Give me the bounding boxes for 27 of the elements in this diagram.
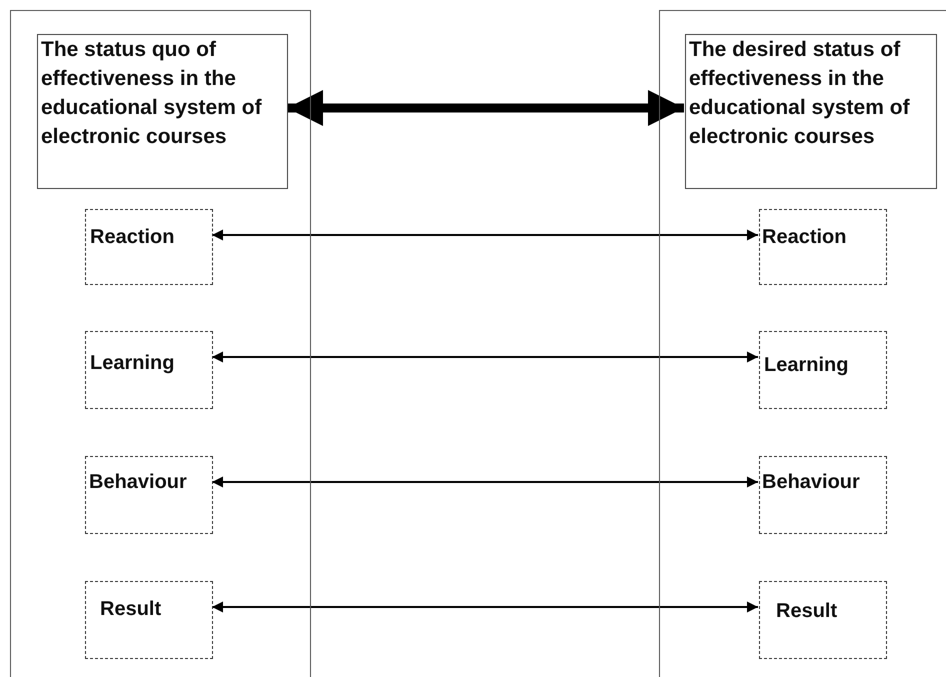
box-text: Reaction [762,226,846,248]
dashed-box [85,209,213,285]
box-text: Learning [90,352,174,374]
dashed-box [759,331,887,409]
box-text: Behaviour [762,471,860,493]
heading-box [37,34,288,189]
box-text: The desired status of effectiveness in the educational system of electronic courses [689,38,910,148]
dashed-box [759,209,887,285]
dashed-box [759,581,887,659]
dashed-box [85,456,213,534]
box-text: Reaction [90,226,174,248]
heading-box [685,34,937,189]
double-arrow [287,90,684,126]
box-text: Learning [764,354,848,376]
box-text: Result [100,598,162,620]
dashed-box [759,456,887,534]
double-arrow [212,352,758,362]
double-arrow [212,476,758,488]
column-panel [10,10,311,677]
dashed-box [85,581,213,659]
box-text: Result [776,600,838,622]
box-text: The status quo of effectiveness in the educational system of electronic courses [41,38,262,148]
column-panel [659,10,946,677]
double-arrow [212,230,758,240]
box-text: Behaviour [89,471,187,493]
dashed-box [85,331,213,409]
double-arrow [212,602,758,612]
